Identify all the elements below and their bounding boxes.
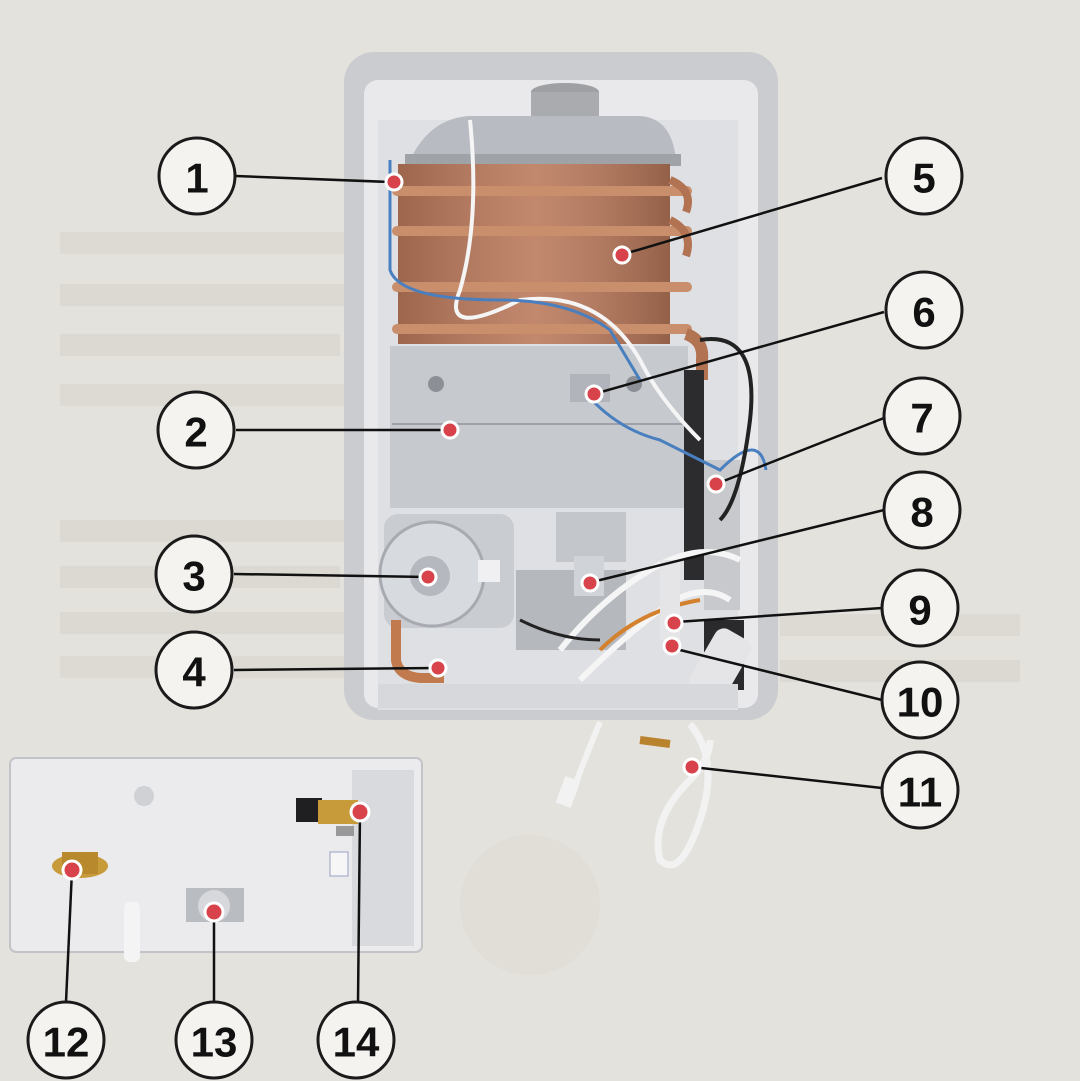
callout-7-number: 7 xyxy=(910,395,933,442)
callout-6-number: 6 xyxy=(912,289,935,336)
fan-unit xyxy=(378,514,514,628)
leader-12 xyxy=(64,869,74,1003)
leader-10 xyxy=(671,646,883,702)
leader-4 xyxy=(233,666,439,672)
callout-8-number: 8 xyxy=(910,489,933,536)
callout-4-number: 4 xyxy=(182,649,206,696)
marker-6 xyxy=(584,384,604,404)
callout-2-number: 2 xyxy=(184,409,207,456)
marker-2 xyxy=(440,420,460,440)
callout-7: 7 xyxy=(882,376,962,456)
bottom-view-panel xyxy=(9,757,423,962)
vertical-pipe xyxy=(684,370,704,580)
callout-12: 12 xyxy=(26,1000,106,1080)
callout-5: 5 xyxy=(884,136,964,216)
marker-1 xyxy=(384,172,404,192)
marker-8 xyxy=(580,573,600,593)
callout-13: 13 xyxy=(174,1000,254,1080)
marker-10 xyxy=(662,636,682,656)
gas-inlet-pipe xyxy=(391,620,444,683)
callout-1: 1 xyxy=(157,136,237,216)
marker-14 xyxy=(349,801,371,823)
marker-7 xyxy=(706,474,726,494)
leader-lines xyxy=(64,174,885,1003)
callout-5-number: 5 xyxy=(912,155,935,202)
marker-9 xyxy=(664,613,684,633)
callout-3: 3 xyxy=(154,534,234,614)
leader-7 xyxy=(715,416,885,486)
callout-10-number: 10 xyxy=(897,679,944,726)
callout-12-number: 12 xyxy=(43,1019,90,1066)
callout-6: 6 xyxy=(884,270,964,350)
callouts: 1 2 3 4 5 6 7 8 xyxy=(26,136,964,1080)
leader-11 xyxy=(691,765,883,790)
flue-hood xyxy=(410,116,676,160)
callout-4: 4 xyxy=(154,630,234,710)
callout-9-number: 9 xyxy=(908,587,931,634)
callout-8: 8 xyxy=(882,470,962,550)
marker-3 xyxy=(418,567,438,587)
part-markers xyxy=(61,172,726,923)
leader-1 xyxy=(235,174,391,184)
marker-12 xyxy=(61,859,83,881)
callout-11: 11 xyxy=(880,750,960,830)
marker-11 xyxy=(682,757,702,777)
callout-2: 2 xyxy=(156,390,236,470)
leader-5 xyxy=(623,176,883,256)
marker-4 xyxy=(428,658,448,678)
leader-3 xyxy=(233,572,429,579)
callout-13-number: 13 xyxy=(191,1019,238,1066)
water-heater-unit xyxy=(344,52,778,720)
callout-14: 14 xyxy=(316,1000,396,1080)
callout-9: 9 xyxy=(880,568,960,648)
marker-13 xyxy=(203,901,225,923)
combustion-chamber xyxy=(390,346,688,508)
leader-14 xyxy=(356,811,362,1003)
leader-6 xyxy=(593,310,885,396)
callout-10: 10 xyxy=(880,660,960,740)
power-cord xyxy=(555,720,714,869)
callout-1-number: 1 xyxy=(185,155,208,202)
marker-5 xyxy=(612,245,632,265)
leader-9 xyxy=(675,606,883,624)
leader-8 xyxy=(591,508,885,584)
callout-11-number: 11 xyxy=(898,769,942,816)
callout-14-number: 14 xyxy=(333,1019,380,1066)
drain-valve xyxy=(296,798,358,836)
callout-3-number: 3 xyxy=(182,553,205,600)
